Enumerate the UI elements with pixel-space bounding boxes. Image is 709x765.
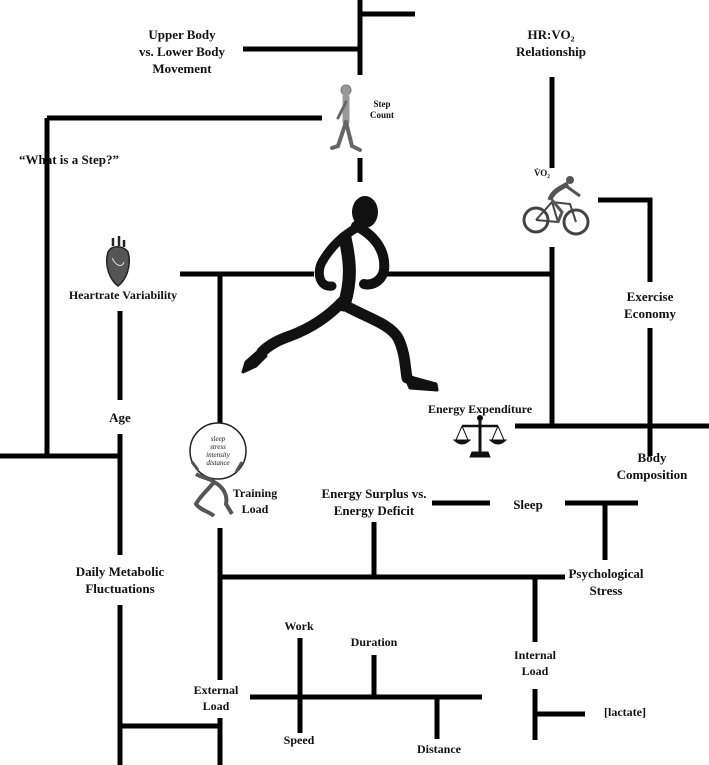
atlas-icon: [189, 422, 247, 518]
label-heartrate-variability: Heartrate Variability: [68, 288, 178, 302]
label-psychological-stress: Psychological Stress: [568, 566, 644, 598]
label-energy-surplus-deficit: Energy Surplus vs. Energy Deficit: [321, 486, 427, 518]
label-training-load: Training Load: [232, 486, 278, 516]
label-speed: Speed: [283, 733, 315, 747]
label-what-is-a-step: “What is a Step?”: [18, 152, 120, 167]
label-external-load: External Load: [193, 683, 239, 713]
label-sleep: Sleep: [513, 497, 543, 512]
label-energy-expenditure: Energy Expenditure: [427, 402, 533, 416]
walker-icon: [330, 84, 362, 152]
runner-icon: [241, 196, 439, 392]
label-daily-metabolic-fluctuations: Daily Metabolic Fluctuations: [75, 564, 165, 596]
label-lactate: [lactate]: [604, 705, 646, 719]
training-ball-text: sleep stress intensity distance: [206, 435, 230, 467]
label-distance: Distance: [417, 742, 461, 756]
label-vo2: V̇O₂: [533, 168, 551, 178]
label-upper-lower-body: Upper Body vs. Lower Body Movement: [138, 27, 226, 76]
label-work: Work: [284, 619, 314, 633]
cyclist-icon: [522, 176, 590, 236]
label-duration: Duration: [350, 635, 398, 649]
label-body-composition: Body Composition: [616, 450, 688, 482]
label-step-count: Step Count: [369, 99, 394, 120]
heart-icon: [106, 236, 130, 287]
label-internal-load: Internal Load: [514, 648, 556, 678]
scale-icon: [452, 415, 508, 458]
line-exercise-top: [598, 197, 653, 282]
label-hr-vo2: HR:VO₂ Relationship: [515, 27, 587, 59]
label-exercise-economy: Exercise Economy: [624, 289, 676, 321]
label-age: Age: [109, 410, 131, 425]
